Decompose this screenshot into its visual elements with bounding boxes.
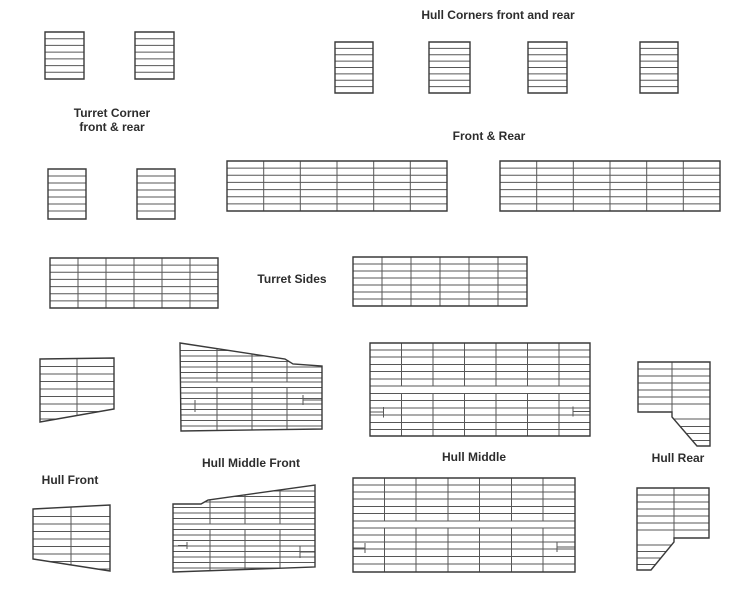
hull-front-panel-1-outline [39, 357, 115, 423]
hull-middle-front-panel-1 [180, 343, 322, 431]
hull-rear-panel-1 [638, 362, 710, 441]
label-hull-rear: Hull Rear [651, 451, 705, 465]
hull-middle-panel-2 [353, 478, 575, 572]
hull-corner-panel-4 [640, 47, 678, 88]
hull-middle-front-panel-2 [173, 485, 315, 572]
hull-middle-panel-1-outline [369, 342, 591, 437]
turret-corner-panel-1-outline [44, 31, 85, 80]
turret-side-panel-1-outline [49, 257, 219, 309]
label-hull-corners: Hull Corners front and rear [421, 8, 575, 22]
turret-side-panel-1 [50, 258, 218, 308]
front-rear-panel-1 [227, 161, 447, 211]
turret-corner-panel-2-outline [134, 31, 175, 80]
front-rear-panel-2 [500, 161, 720, 211]
turret-corner-panel-3-outline [47, 168, 87, 220]
front-rear-panel-2-outline [499, 160, 721, 212]
turret-side-panel-2-outline [352, 256, 528, 307]
hull-middle-panel-2-outline [352, 477, 576, 573]
hull-rear-panel-2-outline [636, 487, 710, 571]
hull-middle-front-panel-2-outline [172, 484, 316, 573]
hull-rear-panel-1-outline [637, 361, 711, 447]
hull-rear-panel-2 [637, 488, 709, 565]
label-turret-corner: Turret Corner front & rear [73, 106, 151, 134]
hull-corner-panel-3-outline [527, 41, 568, 94]
hull-front-panel-2-outline [32, 504, 111, 572]
label-turret-sides: Turret Sides [257, 272, 327, 286]
label-front-rear: Front & Rear [452, 129, 526, 143]
hull-corner-panel-3 [528, 47, 567, 88]
turret-corner-panel-4 [137, 175, 175, 212]
turret-corner-panel-2 [135, 38, 174, 73]
label-hull-front: Hull Front [41, 473, 99, 487]
hull-corner-panel-2 [429, 47, 470, 88]
hull-front-panel-1 [40, 358, 114, 422]
hull-middle-front-panel-1-outline [179, 342, 323, 432]
turret-corner-panel-3 [48, 175, 86, 212]
hull-corner-panel-1-outline [334, 41, 374, 94]
turret-corner-panel-4-outline [136, 168, 176, 220]
label-hull-middle-front: Hull Middle Front [202, 456, 300, 470]
turret-side-panel-2 [353, 257, 527, 306]
hull-middle-panel-1 [370, 343, 590, 436]
front-rear-panel-1-outline [226, 160, 448, 212]
turret-corner-panel-1 [45, 38, 84, 73]
hull-corner-panel-1 [335, 47, 373, 88]
label-hull-middle: Hull Middle [442, 450, 506, 464]
hull-corner-panel-2-outline [428, 41, 471, 94]
hull-corner-panel-4-outline [639, 41, 679, 94]
